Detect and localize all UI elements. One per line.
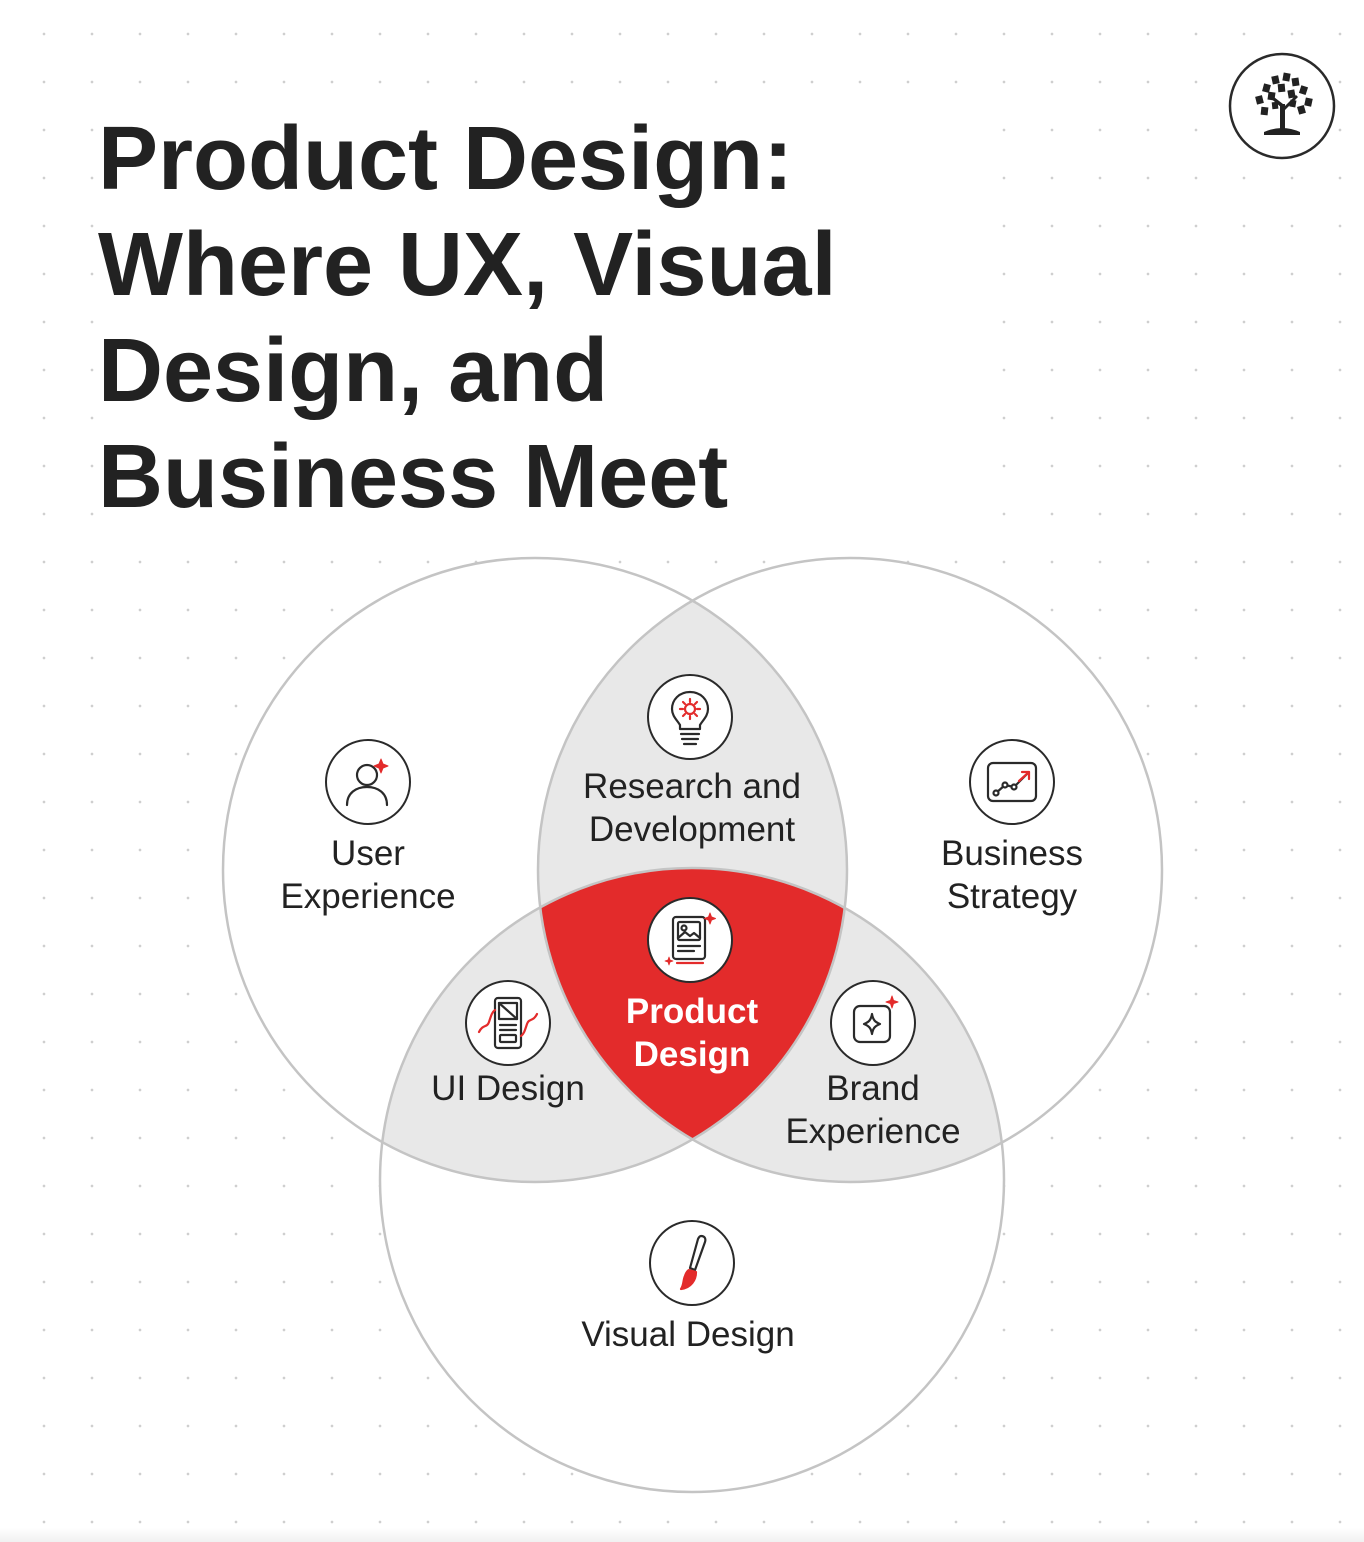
title-line-1: Product Design: bbox=[98, 109, 794, 209]
label-visual-design: Visual Design bbox=[581, 1313, 794, 1356]
tree-logo-icon bbox=[1228, 52, 1336, 160]
label-line: User bbox=[331, 834, 405, 873]
title-line-3: Design, and bbox=[98, 321, 609, 421]
wireframe-icon bbox=[465, 980, 551, 1066]
label-line: UI Design bbox=[431, 1069, 585, 1108]
lightbulb-gear-icon bbox=[647, 674, 733, 760]
growth-chart-icon bbox=[969, 739, 1055, 825]
label-ui-design: UI Design bbox=[431, 1067, 585, 1110]
label-line: Design bbox=[633, 1035, 751, 1074]
label-line: Research and bbox=[583, 767, 801, 806]
label-line: Experience bbox=[785, 1112, 961, 1151]
label-line: Experience bbox=[280, 877, 456, 916]
page-title: Product Design: Where UX, Visual Design,… bbox=[98, 100, 998, 536]
paintbrush-icon bbox=[649, 1220, 735, 1306]
label-user-experience: User Experience bbox=[280, 832, 455, 918]
title-line-4: Business Meet bbox=[98, 427, 729, 527]
label-line: Brand bbox=[826, 1069, 920, 1108]
label-line: Development bbox=[588, 810, 796, 849]
label-line: Strategy bbox=[946, 877, 1078, 916]
label-line: Business bbox=[940, 834, 1084, 873]
page-bottom-edge bbox=[0, 1528, 1364, 1542]
sparkle-frame-icon bbox=[830, 980, 916, 1066]
label-line: Product bbox=[625, 992, 759, 1031]
label-research-development: Research and Development bbox=[583, 765, 801, 851]
design-document-icon bbox=[647, 897, 733, 983]
label-business-strategy: Business Strategy bbox=[941, 832, 1083, 918]
label-line: Visual Design bbox=[581, 1315, 795, 1354]
user-sparkle-icon bbox=[325, 739, 411, 825]
label-brand-experience: Brand Experience bbox=[785, 1067, 960, 1153]
title-line-2: Where UX, Visual bbox=[98, 215, 837, 315]
label-product-design: Product Design bbox=[626, 990, 758, 1076]
